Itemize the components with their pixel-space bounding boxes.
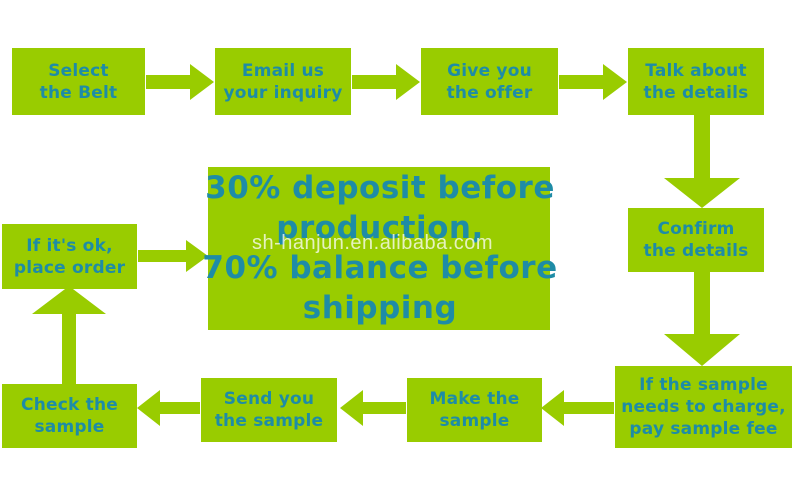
arrow-right-4 xyxy=(138,240,208,272)
step-label: Check the sample xyxy=(21,395,118,437)
step-label: Make the sample xyxy=(429,389,520,431)
step-label: Select the Belt xyxy=(39,60,118,103)
arrow-up-1 xyxy=(32,286,106,384)
step-label: Confirm the details xyxy=(643,219,749,261)
step-email-inquiry: Email us your inquiry xyxy=(215,48,351,115)
step-place-order: If it's ok, place order xyxy=(2,224,137,289)
step-give-offer: Give you the offer xyxy=(421,48,558,115)
payment-terms-box xyxy=(208,167,550,330)
arrow-left-1 xyxy=(541,390,614,426)
arrow-left-3 xyxy=(137,390,200,426)
step-make-sample: Make the sample xyxy=(407,378,542,442)
arrow-down-1 xyxy=(664,115,740,208)
arrow-right-3 xyxy=(559,64,627,100)
arrow-left-2 xyxy=(340,390,406,426)
step-label: Send you the sample xyxy=(214,389,324,431)
step-talk-details: Talk about the details xyxy=(628,48,764,115)
step-label: If the sample needs to charge, pay sampl… xyxy=(621,375,786,439)
step-label: If it's ok, place order xyxy=(13,235,126,278)
arrow-right-1 xyxy=(146,64,214,100)
payment-terms-text: 30% deposit before production, 70% balan… xyxy=(202,170,558,326)
step-select-belt: Select the Belt xyxy=(12,48,145,115)
step-confirm-details: Confirm the details xyxy=(628,208,764,272)
step-send-sample: Send you the sample xyxy=(201,378,337,442)
step-sample-fee: If the sample needs to charge, pay sampl… xyxy=(615,366,792,448)
watermark: sh-hanjun.en.alibaba.com xyxy=(252,232,494,254)
step-label: Talk about the details xyxy=(643,60,749,103)
arrow-right-2 xyxy=(352,64,420,100)
step-label: Give you the offer xyxy=(446,60,533,103)
step-label: Email us your inquiry xyxy=(223,60,343,103)
arrow-down-2 xyxy=(664,272,740,366)
step-check-sample: Check the sample xyxy=(2,384,137,448)
